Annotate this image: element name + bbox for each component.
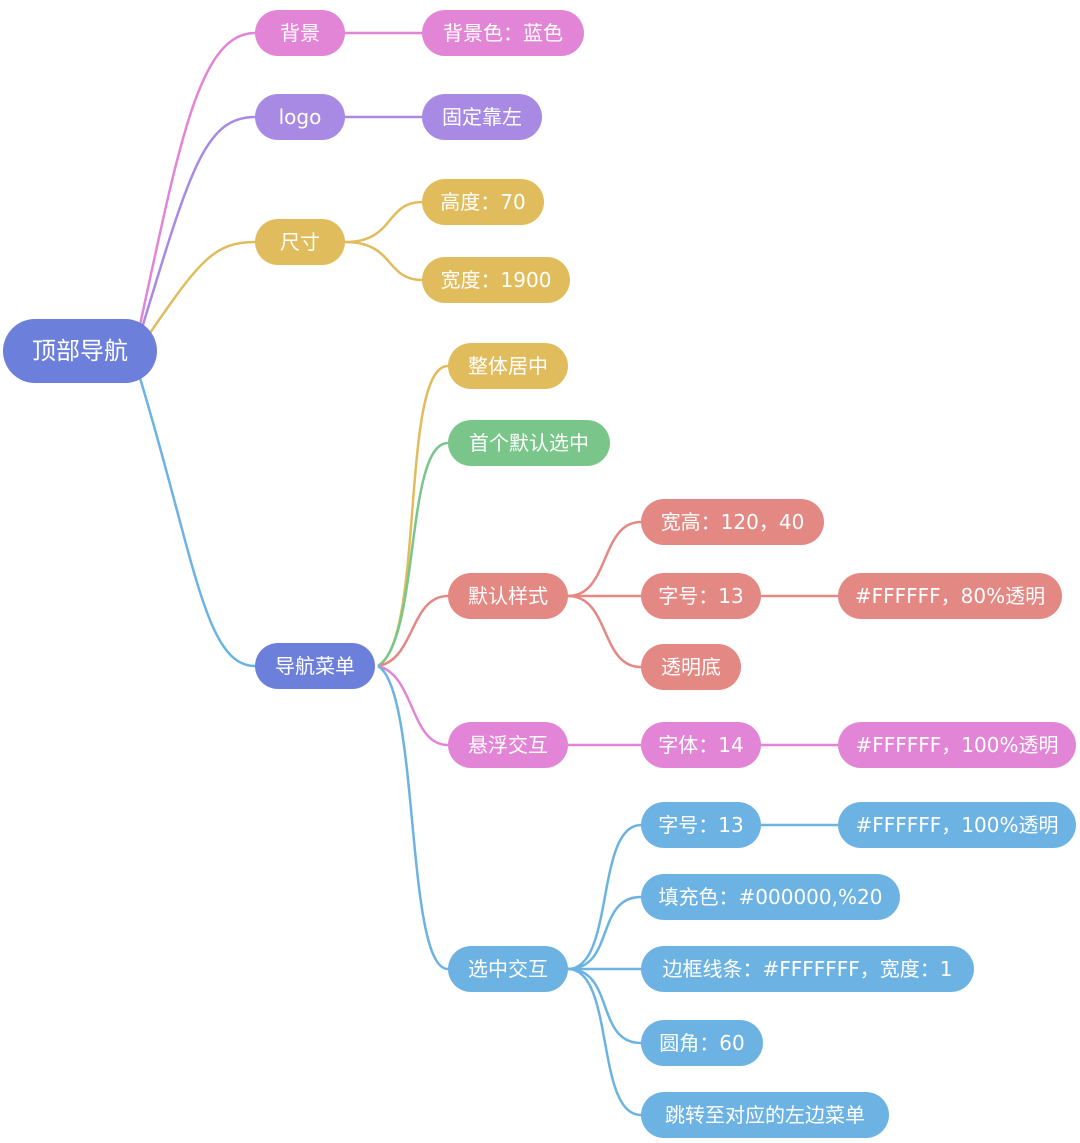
node-default-font-color[interactable]: #FFFFFF，80%透明 xyxy=(838,573,1062,619)
edge-selected-font xyxy=(567,823,642,971)
node-default-style[interactable]: 默认样式 xyxy=(448,573,568,619)
edge-default-size xyxy=(567,520,642,598)
node-logo[interactable]: logo xyxy=(255,94,345,140)
node-background-color[interactable]: 背景色：蓝色 xyxy=(422,10,584,56)
edge-root-logo xyxy=(140,115,256,329)
edge-selected-jump xyxy=(567,967,642,1117)
edge-selected-fill xyxy=(567,895,642,971)
edge-nav-first xyxy=(377,441,449,668)
edge-default-bg xyxy=(567,594,642,669)
node-size-width[interactable]: 宽度：1900 xyxy=(422,257,570,303)
node-first-selected[interactable]: 首个默认选中 xyxy=(448,420,610,466)
node-hover[interactable]: 悬浮交互 xyxy=(448,722,568,768)
node-selected-fill[interactable]: 填充色：#000000,%20 xyxy=(641,874,900,920)
node-center[interactable]: 整体居中 xyxy=(448,343,568,389)
node-hover-font[interactable]: 字体：14 xyxy=(641,722,761,768)
node-selected-border[interactable]: 边框线条：#FFFFFFF，宽度：1 xyxy=(641,946,974,992)
node-logo-left[interactable]: 固定靠左 xyxy=(422,94,542,140)
edge-nav-default xyxy=(377,594,449,668)
edge-nav-center xyxy=(377,364,449,668)
node-selected[interactable]: 选中交互 xyxy=(448,946,568,992)
node-background[interactable]: 背景 xyxy=(255,10,345,56)
edge-root-size xyxy=(148,240,256,334)
edge-root-navmenu xyxy=(138,377,256,668)
node-default-font[interactable]: 字号：13 xyxy=(641,573,761,619)
edge-size-width xyxy=(344,240,423,282)
node-selected-radius[interactable]: 圆角：60 xyxy=(641,1020,763,1066)
node-size-height[interactable]: 高度：70 xyxy=(422,179,544,225)
node-size[interactable]: 尺寸 xyxy=(255,219,345,265)
node-selected-font[interactable]: 字号：13 xyxy=(641,802,761,848)
node-nav-menu[interactable]: 导航菜单 xyxy=(255,643,375,689)
edge-selected-radius xyxy=(567,967,642,1045)
node-default-size[interactable]: 宽高：120，40 xyxy=(641,499,824,545)
edge-nav-selected xyxy=(377,664,449,971)
edge-root-background xyxy=(138,31,256,326)
node-selected-jump[interactable]: 跳转至对应的左边菜单 xyxy=(641,1092,889,1138)
root-node[interactable]: 顶部导航 xyxy=(3,319,157,383)
node-selected-font-color[interactable]: #FFFFFF，100%透明 xyxy=(838,802,1076,848)
node-default-bg[interactable]: 透明底 xyxy=(641,644,741,690)
edge-size-height xyxy=(344,200,423,244)
edge-nav-hover xyxy=(377,664,449,747)
node-hover-font-color[interactable]: #FFFFFF，100%透明 xyxy=(838,722,1076,768)
